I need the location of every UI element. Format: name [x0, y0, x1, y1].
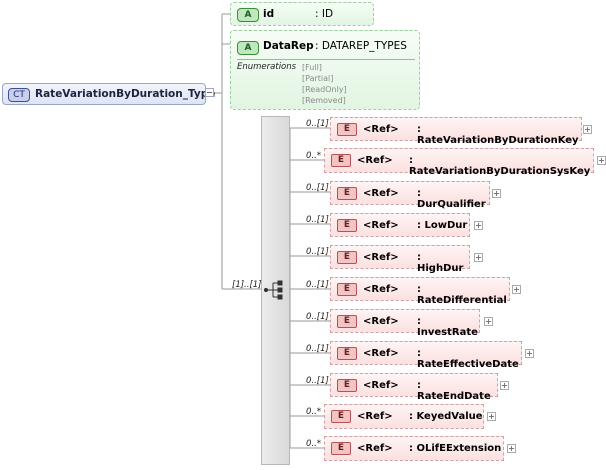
expand-icon[interactable] [484, 317, 493, 326]
element-ref: <Ref> [363, 124, 399, 135]
enumeration-value: [Partial] [302, 74, 334, 83]
element-name: : KeyedValue [409, 411, 483, 422]
element-name: : RateVariationByDurationKey [417, 124, 579, 146]
sequence-compositor[interactable] [261, 116, 290, 465]
expand-icon[interactable] [525, 349, 534, 358]
expand-icon[interactable] [492, 189, 501, 198]
attribute-badge: A [237, 41, 259, 55]
element-badge: E [331, 442, 351, 455]
element-name: : RateVariationByDurationSysKey [409, 155, 591, 177]
element-badge: E [337, 315, 357, 328]
element-ref: <Ref> [363, 252, 399, 263]
element-occurrence: 0..[1] [306, 183, 329, 193]
element-ratevariationbydurationsyskey[interactable]: E <Ref> : RateVariationByDurationSysKey [324, 148, 594, 177]
expand-icon[interactable] [597, 156, 606, 165]
element-rateeffectivedate[interactable]: E <Ref> : RateEffectiveDate [330, 341, 522, 370]
element-ref: <Ref> [357, 155, 393, 166]
expand-icon[interactable] [512, 285, 521, 294]
element-name: : HighDur [417, 252, 464, 274]
element-badge: E [331, 154, 351, 167]
element-occurrence: 0..[1] [306, 247, 329, 257]
element-ref: <Ref> [363, 348, 399, 359]
element-keyedvalue[interactable]: E <Ref> : KeyedValue [324, 404, 484, 429]
collapse-toggle[interactable] [205, 88, 214, 97]
element-badge: E [337, 187, 357, 200]
element-investrate[interactable]: E <Ref> : InvestRate [330, 309, 480, 338]
expand-icon[interactable] [474, 221, 483, 230]
element-badge: E [337, 379, 357, 392]
element-durqualifier[interactable]: E <Ref> : DurQualifier [330, 181, 490, 210]
element-name: : DurQualifier [417, 188, 486, 210]
element-ratedifferential[interactable]: E <Ref> : RateDifferential [330, 277, 510, 306]
expand-icon[interactable] [500, 381, 509, 390]
enumerations-label: Enumerations [237, 62, 297, 72]
sequence-icon [263, 280, 283, 300]
element-name: : RateDifferential [417, 284, 507, 306]
element-name: : OLifEExtension [409, 443, 502, 454]
attribute-type: : DATAREP_TYPES [315, 40, 407, 52]
element-occurrence: 0..[1] [306, 119, 329, 129]
element-occurrence: 0..[1] [306, 344, 329, 354]
element-occurrence: 0..[1] [306, 280, 329, 290]
attribute-id[interactable]: A id : ID [230, 2, 374, 26]
element-occurrence: 0..[1] [306, 215, 329, 225]
element-badge: E [331, 410, 351, 423]
element-occurrence: 0..* [306, 151, 322, 161]
element-badge: E [337, 347, 357, 360]
element-badge: E [337, 283, 357, 296]
element-highdur[interactable]: E <Ref> : HighDur [330, 245, 470, 274]
element-name: : RateEffectiveDate [417, 348, 519, 370]
element-ref: <Ref> [357, 443, 393, 454]
element-ref: <Ref> [363, 188, 399, 199]
complex-type-name: RateVariationByDuration_Type [35, 88, 216, 100]
element-rateenddate[interactable]: E <Ref> : RateEndDate [330, 373, 498, 402]
element-name: : RateEndDate [417, 380, 491, 402]
element-ref: <Ref> [363, 316, 399, 327]
attribute-badge: A [237, 8, 259, 22]
element-ref: <Ref> [363, 380, 399, 391]
element-occurrence: 0..[1] [306, 376, 329, 386]
element-badge: E [337, 251, 357, 264]
complex-type-badge: CT [8, 88, 30, 102]
expand-icon[interactable] [583, 125, 592, 134]
sequence-occurrence: [1]..[1] [232, 280, 262, 290]
element-ratevariationbydurationkey[interactable]: E <Ref> : RateVariationByDurationKey [330, 117, 582, 146]
element-occurrence: 0..* [306, 439, 322, 449]
expand-icon[interactable] [487, 412, 496, 421]
element-occurrence: 0..[1] [306, 312, 329, 322]
element-olifeextension[interactable]: E <Ref> : OLifEExtension [324, 436, 504, 461]
element-ref: <Ref> [363, 284, 399, 295]
attribute-name: id [263, 8, 275, 20]
element-name: : LowDur [417, 220, 468, 231]
attribute-name: DataRep [263, 40, 314, 52]
element-lowdur[interactable]: E <Ref> : LowDur [330, 213, 470, 237]
expand-icon[interactable] [507, 444, 516, 453]
complex-type-node[interactable]: CT RateVariationByDuration_Type [2, 83, 215, 105]
element-name: : InvestRate [417, 316, 478, 338]
expand-icon[interactable] [474, 253, 483, 262]
element-ref: <Ref> [357, 411, 393, 422]
enumeration-value: [Full] [302, 63, 322, 72]
element-badge: E [337, 123, 357, 136]
element-occurrence: 0..* [306, 407, 322, 417]
element-ref: <Ref> [363, 220, 399, 231]
enumeration-value: [Removed] [302, 96, 346, 105]
divider [237, 59, 415, 60]
enumeration-value: [ReadOnly] [302, 85, 347, 94]
attribute-datarep[interactable]: A DataRep : DATAREP_TYPES Enumerations [… [230, 30, 420, 110]
attribute-type: : ID [315, 8, 334, 20]
element-badge: E [337, 219, 357, 232]
